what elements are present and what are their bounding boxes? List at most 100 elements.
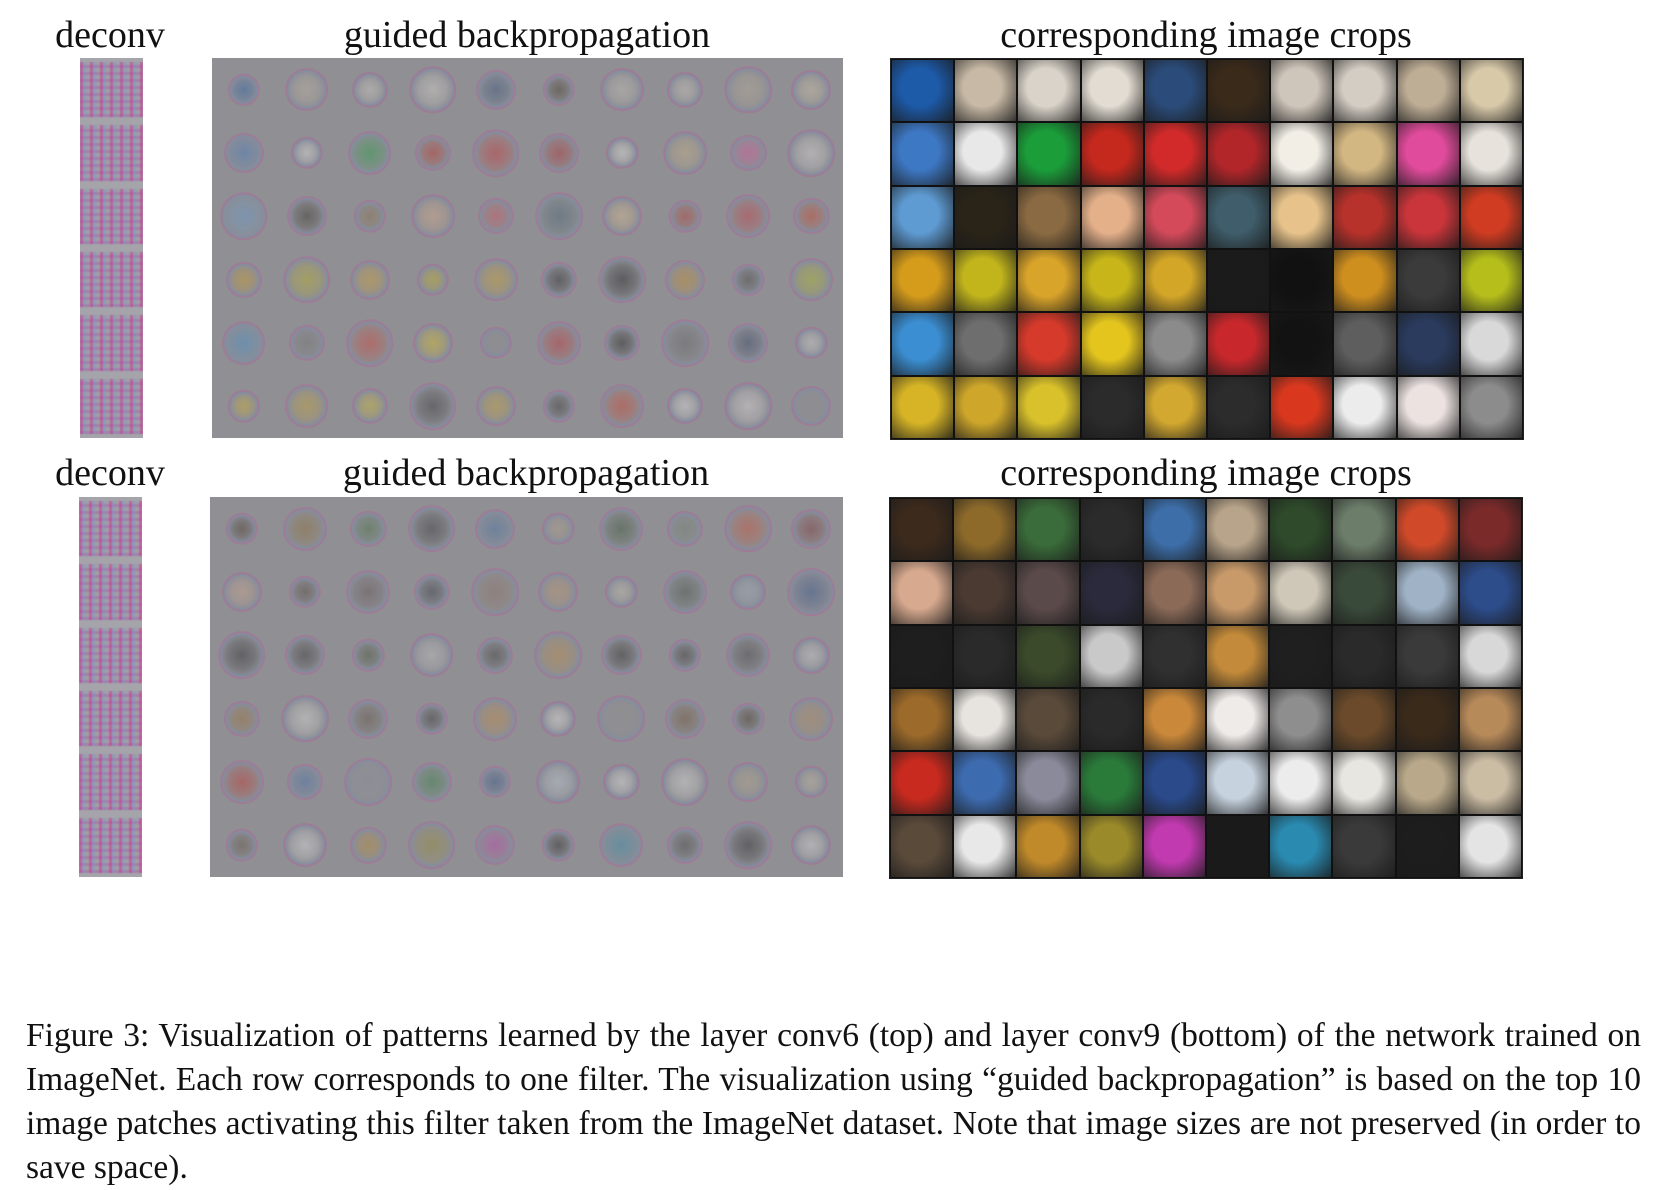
bottom-guided-patch	[337, 560, 400, 623]
bottom-image-crop	[1270, 562, 1332, 624]
bottom-image-crop	[1017, 562, 1079, 624]
top-image-crop	[1334, 186, 1396, 248]
top-image-crop	[1460, 313, 1522, 375]
top-guided-patch	[717, 121, 780, 184]
top-image-crop	[955, 313, 1017, 375]
bottom-guided-patch	[337, 814, 400, 877]
bottom-guided-patch	[780, 687, 843, 750]
top-guided-patch	[275, 121, 338, 184]
bottom-guided-patch	[337, 687, 400, 750]
top-guided-patch	[275, 58, 338, 121]
bottom-deconv-row-4	[79, 691, 142, 747]
top-deconv-row-3	[80, 188, 143, 244]
top-guided-patch	[464, 311, 527, 374]
top-guided-patch	[401, 185, 464, 248]
bottom-image-crop	[1396, 499, 1458, 561]
top-guided-patch	[780, 58, 843, 121]
bottom-image-crop	[1080, 625, 1142, 687]
top-guided-patch	[654, 58, 717, 121]
top-guided-patch	[275, 248, 338, 311]
bottom-image-crop	[1143, 499, 1205, 561]
top-guided-patch	[780, 375, 843, 438]
top-image-crop	[1460, 376, 1522, 438]
top-image-crop	[1144, 313, 1206, 375]
top-guided-patch	[275, 311, 338, 374]
top-image-crop	[1081, 60, 1143, 122]
top-deconv-row-5	[80, 315, 143, 371]
top-guided-patch	[338, 375, 401, 438]
top-image-crop	[1018, 186, 1080, 248]
bottom-image-crop	[1017, 815, 1079, 877]
bottom-guided-patch	[463, 750, 526, 813]
bottom-image-crop	[1459, 752, 1521, 814]
bottom-image-crop	[1270, 815, 1332, 877]
bottom-guided-patch	[273, 814, 336, 877]
top-image-crop	[1081, 250, 1143, 312]
bottom-image-crop	[1143, 562, 1205, 624]
top-image-crop	[1397, 123, 1459, 185]
bottom-image-crop	[1270, 689, 1332, 751]
top-image-crop	[1271, 250, 1333, 312]
bottom-guided-patch	[527, 814, 590, 877]
bottom-image-crop	[1207, 752, 1269, 814]
bottom-image-crop	[1459, 815, 1521, 877]
bottom-crops-label: corresponding image crops	[1000, 452, 1412, 494]
top-guided-patch	[401, 121, 464, 184]
bottom-guided-patch	[590, 497, 653, 560]
top-guided-patch	[212, 375, 275, 438]
top-image-crop	[1144, 250, 1206, 312]
top-image-crop	[892, 313, 954, 375]
top-image-crop	[1397, 313, 1459, 375]
top-guided-patch	[464, 121, 527, 184]
bottom-guided-patch	[716, 560, 779, 623]
top-image-crop	[1144, 376, 1206, 438]
bottom-image-crop	[954, 752, 1016, 814]
top-guided-patch	[528, 185, 591, 248]
top-guided-patch	[717, 58, 780, 121]
top-guided-patch	[212, 311, 275, 374]
top-image-crop	[1144, 60, 1206, 122]
bottom-guided-patch	[400, 624, 463, 687]
bottom-guided-patch	[716, 497, 779, 560]
bottom-guided-patch	[463, 560, 526, 623]
top-image-crop	[1271, 313, 1333, 375]
top-image-crop	[1460, 123, 1522, 185]
bottom-image-crop	[891, 815, 953, 877]
bottom-image-crop	[1143, 625, 1205, 687]
top-image-crop	[1271, 60, 1333, 122]
bottom-guided-patch	[590, 560, 653, 623]
bottom-guided-patch	[337, 750, 400, 813]
bottom-image-crop	[891, 689, 953, 751]
top-image-crop	[1018, 250, 1080, 312]
top-image-crop	[1144, 186, 1206, 248]
top-deconv-row-6	[80, 378, 143, 434]
top-deconv-row-2	[80, 125, 143, 181]
bottom-image-crop	[1017, 689, 1079, 751]
bottom-guided-patch	[653, 624, 716, 687]
bottom-guided-patch	[463, 814, 526, 877]
bottom-guided-patch	[653, 497, 716, 560]
bottom-guided-patch	[400, 560, 463, 623]
bottom-guided-patch	[780, 814, 843, 877]
top-guided-patch	[654, 121, 717, 184]
bottom-guided-patch	[273, 687, 336, 750]
top-image-crop	[1271, 376, 1333, 438]
top-image-crop	[955, 60, 1017, 122]
top-guided-patch	[591, 248, 654, 311]
top-guided-patch	[780, 121, 843, 184]
bottom-guided-patch	[400, 750, 463, 813]
bottom-guided-patch	[273, 560, 336, 623]
bottom-image-crop	[1017, 499, 1079, 561]
bottom-guided-patch	[210, 624, 273, 687]
top-guided-patch	[528, 375, 591, 438]
top-guided-patch	[780, 185, 843, 248]
top-guided-patch	[464, 375, 527, 438]
bottom-guided-patch	[210, 497, 273, 560]
bottom-image-crop	[1080, 752, 1142, 814]
top-guided-patch	[275, 185, 338, 248]
bottom-guided-patch	[400, 814, 463, 877]
top-deconv-row-4	[80, 252, 143, 308]
top-guided-patch	[338, 185, 401, 248]
top-crops-label: corresponding image crops	[1000, 14, 1412, 56]
top-image-crop	[1018, 123, 1080, 185]
